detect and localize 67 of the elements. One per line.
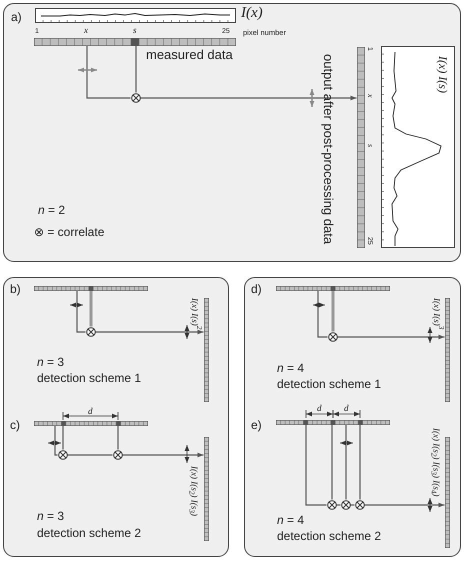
dimension-label: d bbox=[88, 407, 92, 416]
connector bbox=[68, 454, 112, 456]
function-label: I(x) I(s) bbox=[437, 56, 449, 93]
correlator-symbol bbox=[112, 450, 122, 460]
pixel-strip bbox=[34, 38, 236, 46]
panel-label: c) bbox=[10, 418, 20, 432]
function-label: I(x) bbox=[241, 6, 263, 21]
connector bbox=[117, 426, 119, 450]
parameter-text: n = 3 bbox=[37, 356, 64, 368]
connector bbox=[305, 424, 326, 506]
panel-label: b) bbox=[10, 282, 21, 296]
pixel-strip bbox=[204, 436, 208, 540]
panel-label: a) bbox=[11, 10, 22, 24]
connector bbox=[345, 424, 347, 500]
connector bbox=[317, 290, 328, 338]
pixel-label: s bbox=[366, 144, 374, 148]
panel bbox=[244, 277, 461, 557]
pixel-label: x bbox=[366, 94, 374, 98]
correlator-symbol bbox=[58, 450, 68, 460]
panel-label: e) bbox=[251, 418, 262, 432]
correlator-symbol bbox=[130, 92, 140, 102]
pixel-strip bbox=[34, 420, 148, 426]
strip-caption: output after post-processing data bbox=[322, 54, 335, 244]
connector bbox=[359, 424, 361, 500]
connector bbox=[96, 330, 204, 334]
pixel-strip bbox=[444, 436, 450, 548]
correlator-symbol bbox=[86, 326, 96, 336]
pixel-strip bbox=[34, 286, 148, 290]
scheme-caption: detection scheme 2 bbox=[277, 530, 382, 542]
parameter-text: n = 2 bbox=[38, 204, 66, 216]
parameter-text: n = 3 bbox=[37, 510, 64, 522]
parameter-text: n = 4 bbox=[277, 362, 304, 374]
pixel-strip bbox=[276, 286, 390, 290]
dimension-label: d bbox=[317, 404, 322, 413]
connector bbox=[76, 290, 86, 333]
connector bbox=[86, 46, 130, 99]
connector bbox=[122, 452, 204, 458]
correlator-symbol bbox=[340, 500, 350, 510]
connector bbox=[140, 96, 356, 100]
legend-text: ⊗ = correlate bbox=[34, 226, 104, 238]
connector bbox=[332, 290, 334, 332]
connector bbox=[338, 334, 444, 340]
pixel-label: s bbox=[133, 26, 137, 35]
panel-label: d) bbox=[251, 282, 262, 296]
pixel-strip bbox=[356, 46, 364, 248]
scheme-caption: detection scheme 2 bbox=[37, 527, 142, 539]
pixel-strip bbox=[204, 298, 208, 402]
connector bbox=[62, 426, 64, 450]
correlator-symbol bbox=[328, 332, 338, 342]
pixel-strip bbox=[444, 298, 450, 402]
connector bbox=[364, 502, 444, 508]
correlator-symbol bbox=[354, 500, 364, 510]
dimension-label: d bbox=[344, 404, 348, 413]
connector bbox=[54, 426, 58, 456]
connector bbox=[350, 504, 354, 506]
pixel-label: x bbox=[84, 26, 88, 35]
connector bbox=[331, 424, 333, 500]
correlator-symbol bbox=[326, 500, 336, 510]
scheme-caption: detection scheme 1 bbox=[277, 378, 382, 390]
pixel-strip bbox=[276, 420, 390, 424]
scheme-caption: detection scheme 1 bbox=[37, 372, 142, 384]
strip-caption: measured data bbox=[146, 48, 233, 61]
connector bbox=[336, 504, 340, 506]
parameter-text: n = 4 bbox=[277, 514, 304, 526]
panel bbox=[3, 277, 229, 557]
connector bbox=[90, 290, 92, 326]
connector bbox=[135, 46, 137, 92]
